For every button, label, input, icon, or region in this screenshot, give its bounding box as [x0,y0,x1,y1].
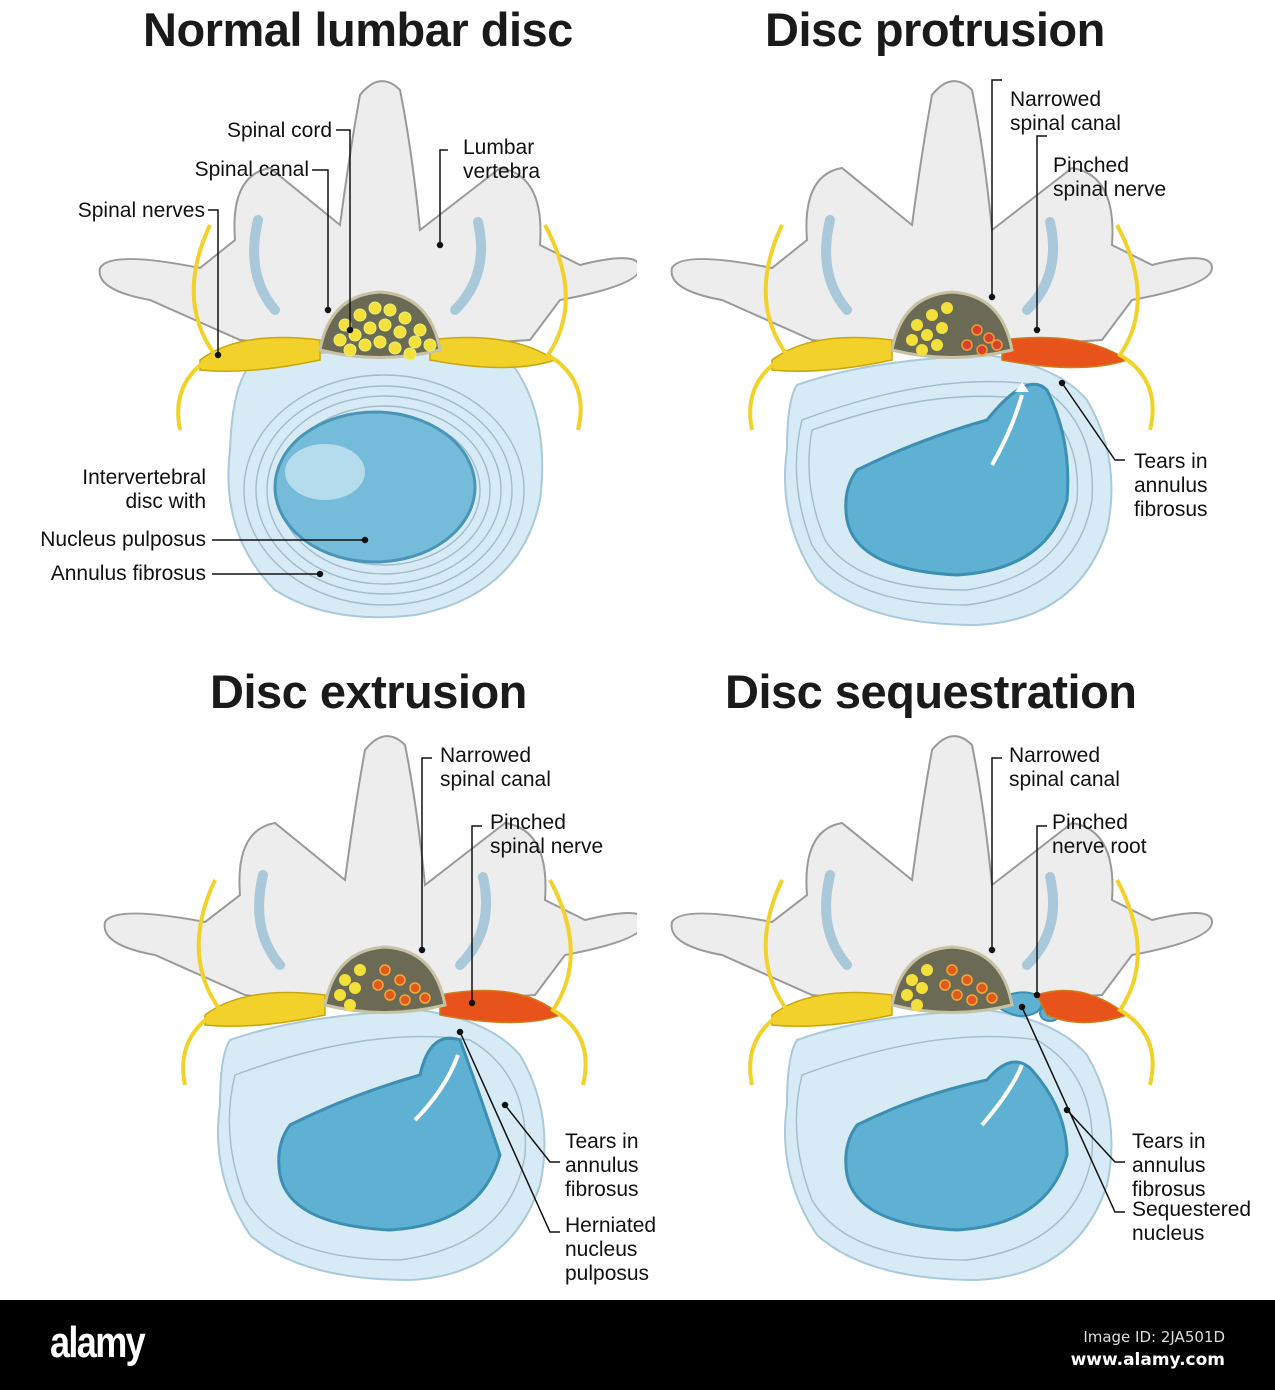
leader-lines [208,129,448,578]
label-pinched-spinal-nerve-1: Pinched [490,811,566,834]
label-pinched-nerve-root-1: Pinched [1052,811,1128,834]
label-tears-3: fibrosus [1132,1178,1206,1201]
intervertebral-disc [227,351,544,619]
nucleus-pulposus [844,1060,1069,1232]
panel-normal-lumbar-disc: Normal lumbar disc [0,0,637,648]
label-pinched-nerve-root-2: nerve root [1052,835,1147,858]
label-annulus-fibrosus: Annulus fibrosus [50,562,206,585]
nucleus-pulposus [844,382,1070,577]
vertebra-illustration [670,735,1214,1282]
spinal-cord-compressed [890,290,1014,359]
spinal-nerves [748,224,1155,431]
label-spinal-canal: Spinal canal [194,158,309,181]
leader-lines [418,757,560,1233]
vertebra-bone [103,735,637,1009]
vertebra-illustration [103,735,637,1282]
label-herniated-1: Herniated [565,1214,657,1237]
panel-title: Disc extrusion [210,665,527,718]
spinal-cord-compressed [323,945,447,1014]
label-nucleus-pulposus: Nucleus pulposus [40,528,206,551]
label-herniated-3: pulposus [565,1262,650,1285]
spinal-cord-compressed [890,945,1014,1014]
label-tears-3: fibrosus [565,1178,639,1201]
label-narrowed-spinal-canal-1: Narrowed [440,744,532,767]
label-pinched-spinal-nerve-1: Pinched [1053,154,1129,177]
leader-lines [988,757,1125,1213]
intervertebral-disc [784,353,1113,627]
panel-disc-protrusion: Disc protrusion [637,0,1274,648]
label-narrowed-spinal-canal-2: spinal canal [1009,768,1120,791]
site-link[interactable]: www.alamy.com [1070,1350,1225,1370]
label-tears-2: annulus [1134,474,1208,497]
vertebra-bone [98,80,637,354]
spinal-nerves [748,879,1155,1086]
label-narrowed-spinal-canal-2: spinal canal [440,768,551,791]
alamy-logo: alamy [50,1318,146,1367]
label-tears-1: Tears in [1134,450,1208,473]
vertebra-illustration [98,80,637,619]
label-pinched-spinal-nerve-2: spinal nerve [1053,178,1167,201]
leader-lines [988,79,1125,461]
label-tears-1: Tears in [1132,1130,1206,1153]
vertebra-illustration [670,79,1214,627]
panel-title: Disc sequestration [725,665,1137,718]
image-id: Image ID: 2JA501D [1083,1328,1225,1346]
vertebra-bone [670,735,1214,1009]
panel-disc-extrusion: Disc extrusion [0,650,656,1298]
label-spinal-nerves: Spinal nerves [77,199,205,222]
vertebra-bone [670,80,1214,354]
intervertebral-disc [784,1008,1113,1282]
label-sequestered-1: Sequestered [1132,1198,1252,1221]
label-lumbar-vertebra-2: vertebra [463,160,541,183]
label-tears-1: Tears in [565,1130,639,1153]
spinal-nerves [181,879,588,1086]
label-sequestered-2: nucleus [1132,1222,1205,1245]
label-intervertebral-disc-1: Intervertebral [82,466,206,489]
label-tears-3: fibrosus [1134,498,1208,521]
panel-disc-sequestration: Disc sequestration [637,650,1274,1298]
label-tears-2: annulus [565,1154,639,1177]
intervertebral-disc [217,1008,546,1282]
label-herniated-2: nucleus [565,1238,638,1261]
watermark-footer: alamy Image ID: 2JA501D www.alamy.com [0,1300,1275,1390]
panel-title: Disc protrusion [765,3,1105,56]
panel-title: Normal lumbar disc [143,3,573,56]
label-narrowed-spinal-canal-1: Narrowed [1010,88,1102,111]
label-lumbar-vertebra-1: Lumbar [463,136,535,159]
label-pinched-spinal-nerve-2: spinal nerve [490,835,604,858]
label-intervertebral-disc-2: disc with [125,490,206,513]
label-spinal-cord: Spinal cord [226,119,332,142]
label-narrowed-spinal-canal-2: spinal canal [1010,112,1121,135]
label-tears-2: annulus [1132,1154,1206,1177]
label-narrowed-spinal-canal-1: Narrowed [1009,744,1101,767]
